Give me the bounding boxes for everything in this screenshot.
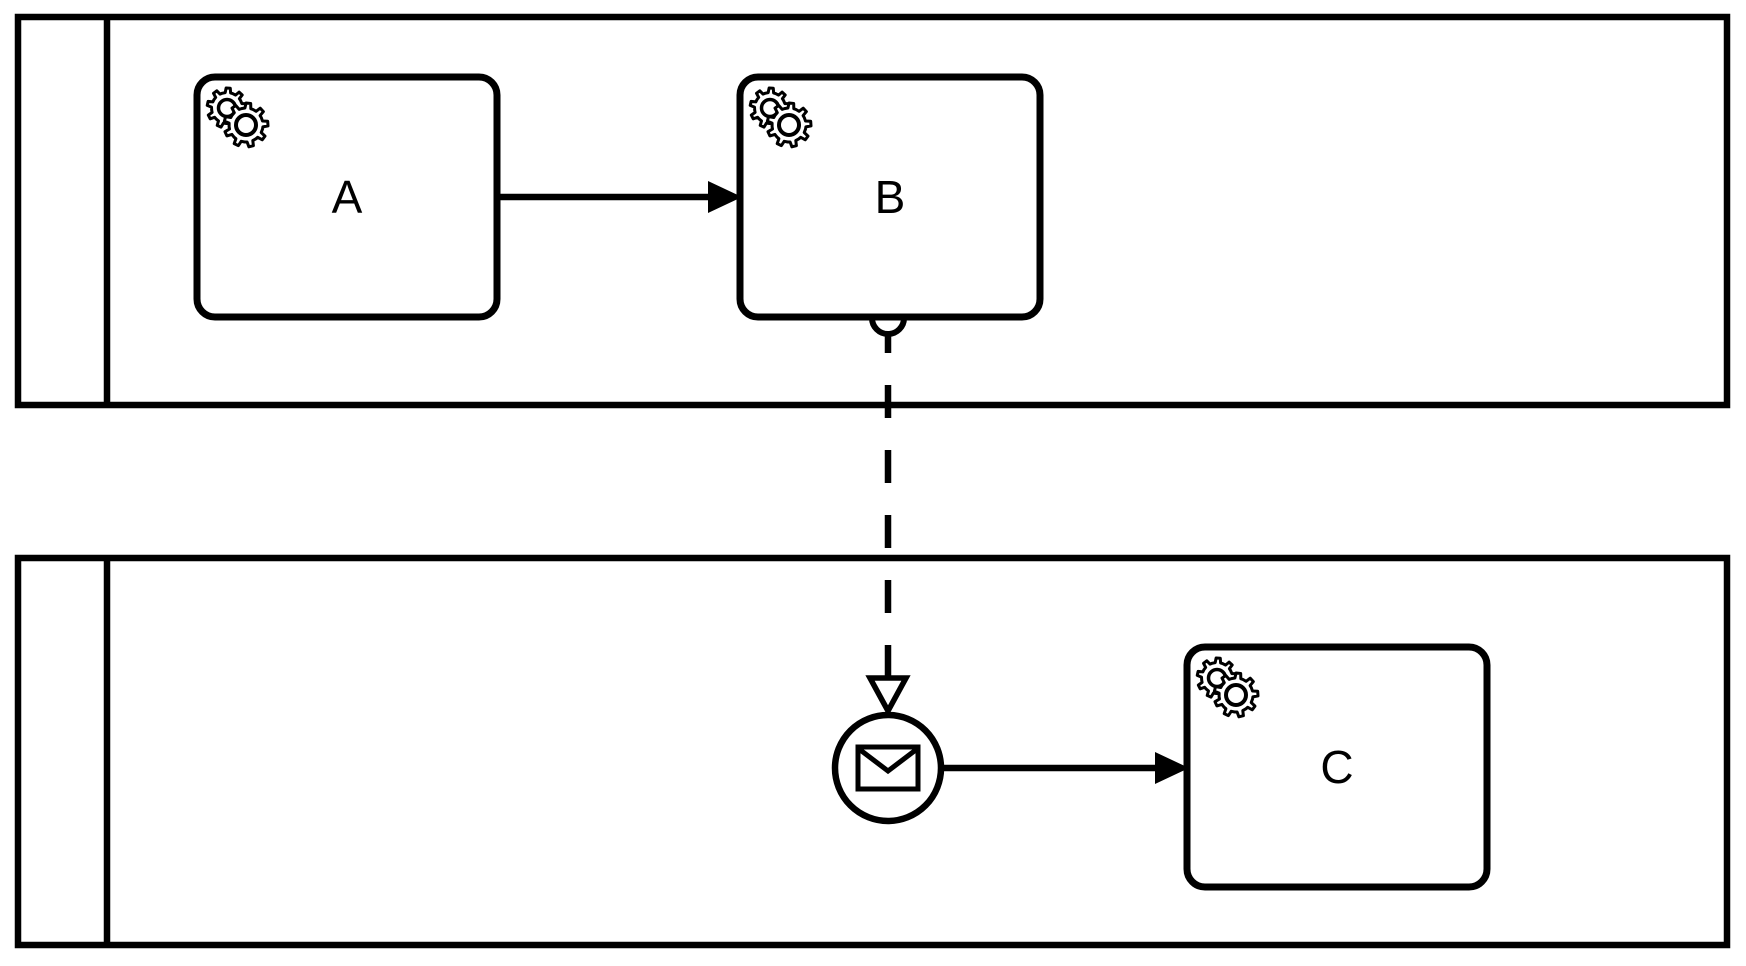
sequence-flow-a-to-b[interactable] (497, 181, 742, 213)
task-a-label: A (332, 171, 363, 223)
task-b-label: B (875, 171, 906, 223)
task-c[interactable]: C (1183, 643, 1491, 891)
sequence-flow-event-to-c[interactable] (941, 752, 1189, 784)
task-b[interactable]: B (736, 73, 1044, 321)
envelope-icon (855, 744, 921, 792)
filled-arrowhead-icon (1155, 752, 1189, 784)
open-arrowhead-icon (865, 675, 911, 717)
task-a[interactable]: A (193, 73, 501, 321)
task-b-shape[interactable] (736, 73, 1044, 321)
task-c-shape[interactable] (1183, 643, 1491, 891)
task-c-label: C (1320, 741, 1353, 793)
message-start-event[interactable] (831, 711, 945, 825)
task-a-shape[interactable] (193, 73, 501, 321)
filled-arrowhead-icon (708, 181, 742, 213)
envelope-flap (857, 747, 919, 775)
